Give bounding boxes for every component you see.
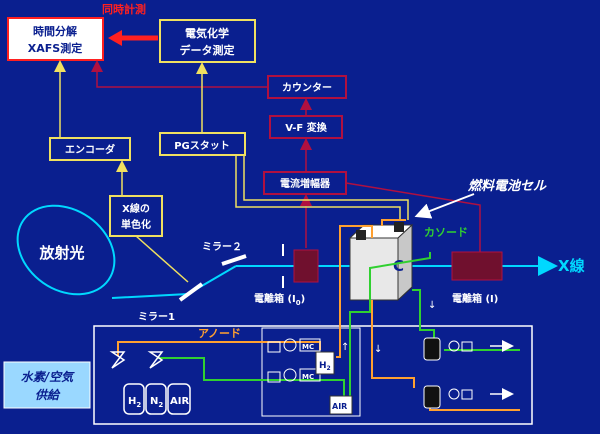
mfc-2-label-box [299, 368, 321, 382]
flow-arrow-up: ↑ [341, 342, 349, 353]
xafs-box [7, 17, 104, 61]
cell-terminal-1 [356, 230, 366, 240]
ion-chamber-i [451, 251, 503, 281]
amp-label: 電流増幅器 [280, 177, 331, 190]
pgstat-cable-1 [235, 155, 401, 220]
echem-label-line1: 電気化学 [185, 26, 229, 40]
sync-label: 同時計測 [102, 2, 146, 16]
ion0-label: 電離箱 (I0) [254, 292, 305, 307]
mirror-2 [221, 254, 247, 266]
pgstat-cable-2 [243, 155, 409, 220]
ion1-to-amp-line [345, 182, 481, 252]
mfc-1-gauge [283, 338, 297, 352]
anode-feed-line [336, 225, 373, 358]
trap-1-gauge [448, 340, 460, 352]
fuelcell-label: 燃料電池セル [467, 178, 547, 194]
mfc-1-label-box [299, 338, 321, 352]
ion1-label: 電離箱 (I) [452, 292, 498, 305]
mfc-1-label: MC [302, 343, 314, 351]
source-label: 放射光 [38, 244, 84, 262]
h2-cylinder-label: H2 [128, 396, 141, 409]
cell-c-label: C [393, 257, 404, 275]
cathode-feed-line [349, 252, 431, 398]
air-humidifier-label: AIR [332, 402, 347, 411]
anode-label: アノード [198, 327, 241, 340]
mfc-2-label: MC [302, 373, 314, 381]
supply-label-box [3, 361, 91, 409]
cathode-label: カソード [424, 226, 468, 239]
valve-right [147, 351, 164, 369]
mfc-2-box [267, 371, 281, 383]
beam-to-mirror2 [111, 265, 237, 299]
trap-2-box [461, 389, 473, 400]
anode-vent-line [429, 388, 520, 411]
mono-label-line1: X線の [122, 202, 150, 215]
anode-cable-line [381, 219, 406, 226]
h2-cylinder [123, 383, 145, 415]
anode-gas-line [117, 341, 321, 356]
flow-arrow-down-2: ↓ [428, 300, 436, 311]
valve-left [109, 351, 126, 369]
mfc-1-box [267, 341, 281, 353]
air-humidifier [329, 395, 353, 415]
mono-label-line2: 単色化 [121, 218, 151, 231]
cathode-exhaust-line [412, 289, 435, 338]
trap-2-gauge [448, 388, 460, 400]
supply-label-line2: 供給 [35, 388, 61, 402]
cell-terminal-2 [394, 222, 404, 232]
xray-label: X線 [558, 257, 585, 275]
cathode-gas-line [158, 357, 345, 398]
flow-control-box [261, 327, 361, 417]
fuelcell-pointer-arrow [414, 193, 475, 219]
anode-exhaust-line [371, 300, 415, 388]
mono-to-mirror-line [135, 235, 189, 283]
trap-2 [423, 385, 441, 409]
counter-to-xafs-line [91, 60, 268, 88]
n2-cylinder-label: N2 [150, 396, 163, 409]
ion-chamber-i0 [293, 249, 319, 283]
h2-humidifier [315, 351, 335, 375]
supply-label-line1: 水素/空気 [21, 370, 75, 384]
gas-supply-panel [93, 325, 533, 425]
synchrotron-source-ellipse [16, 204, 116, 296]
flow-arrow-down-1: ↓ [374, 344, 382, 355]
vf-label: V-F 変換 [285, 121, 327, 134]
sync-arrow-head [108, 30, 122, 46]
encoder-label: エンコーダ [65, 143, 115, 156]
mirror2-label: ミラー２ [202, 241, 242, 253]
counter-label: カウンター [282, 82, 332, 94]
pgstat-label: PGスタット [174, 140, 230, 152]
xafs-label-line1: 時間分解 [33, 24, 77, 38]
mfc-2-gauge [283, 368, 297, 382]
xafs-label-line2: XAFS測定 [28, 41, 82, 55]
n2-cylinder [145, 383, 167, 415]
mirror1-label: ミラー1 [138, 311, 175, 323]
echem-label-line2: データ測定 [180, 43, 235, 57]
air-cylinder-label: AIR [170, 396, 189, 407]
h2-humidifier-label: H2 [319, 361, 331, 372]
encoder-box [49, 137, 131, 161]
air-cylinder [167, 383, 191, 415]
mirror-1 [178, 282, 204, 302]
trap-1 [423, 337, 441, 361]
trap-1-box [461, 341, 473, 352]
